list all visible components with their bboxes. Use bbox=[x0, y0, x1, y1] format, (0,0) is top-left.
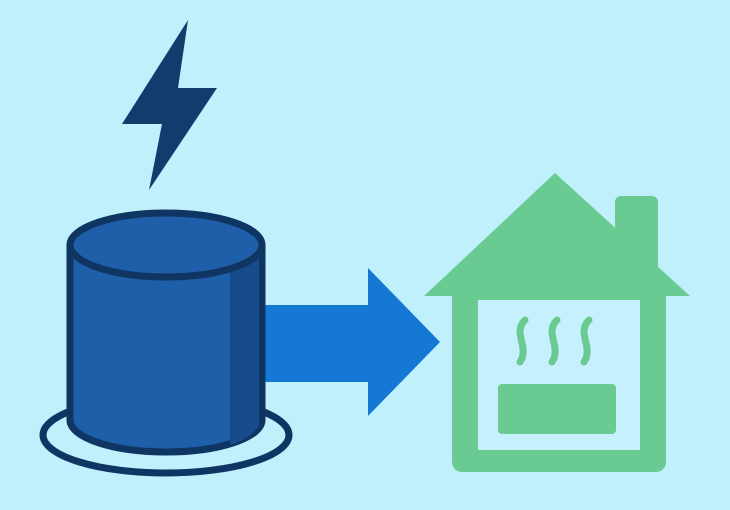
right-arrow-icon bbox=[262, 268, 440, 416]
heater-panel-icon bbox=[498, 384, 616, 434]
lightning-bolt-icon bbox=[122, 20, 217, 190]
storage-cylinder-icon bbox=[39, 209, 293, 477]
cylinder-top bbox=[66, 209, 266, 281]
cylinder-shade bbox=[230, 250, 259, 445]
house-icon bbox=[424, 173, 690, 472]
heat-waves-icon bbox=[516, 316, 593, 366]
house-roof bbox=[424, 173, 690, 296]
cylinder-body bbox=[66, 241, 266, 456]
